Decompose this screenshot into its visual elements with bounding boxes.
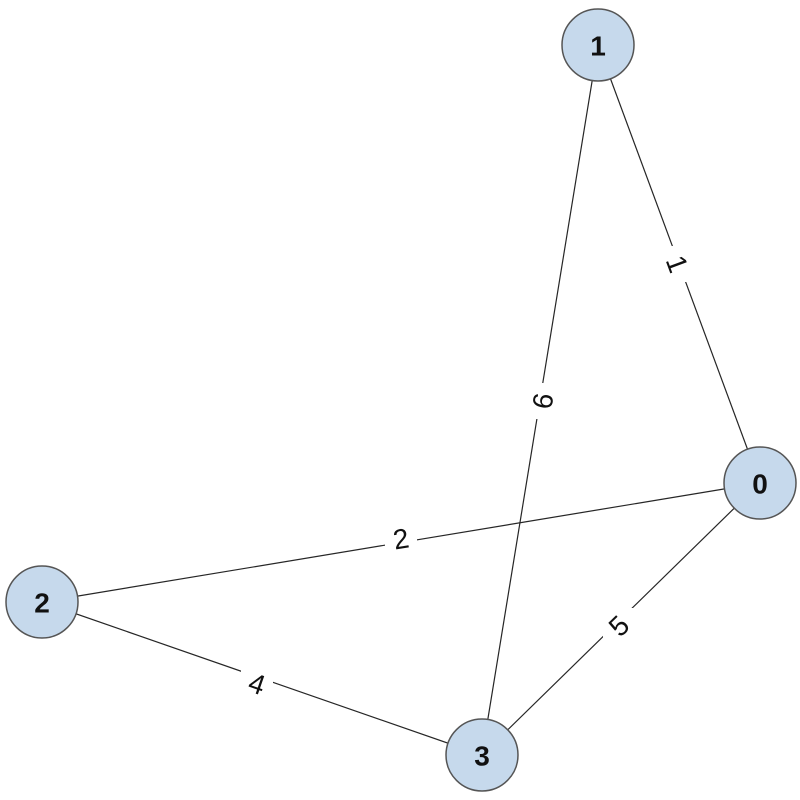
node-circle-3[interactable] (445, 718, 519, 792)
edge-label-bg-2-3 (241, 666, 273, 702)
edge-label-bg-2-0 (385, 521, 417, 557)
node-label-0: 0 (752, 469, 768, 500)
node-0[interactable]: 0 (723, 446, 797, 520)
node-circle-1[interactable] (561, 8, 635, 82)
edge-weight-1-3: 6 (526, 391, 559, 411)
edge-label-bg-0-3 (603, 608, 635, 644)
edge-0-3: 5 (481, 482, 761, 756)
node-circle-0[interactable] (723, 446, 797, 520)
node-label-2: 2 (34, 588, 50, 619)
edge-label-bg-1-0 (661, 246, 693, 282)
edge-2-3: 4 (41, 601, 483, 756)
node-3[interactable]: 3 (445, 718, 519, 792)
edge-weight-2-0: 2 (391, 522, 411, 555)
node-label-3: 3 (474, 741, 490, 772)
nodes-layer: 0 1 2 3 (5, 8, 797, 792)
node-1[interactable]: 1 (561, 8, 635, 82)
node-circle-2[interactable] (5, 565, 79, 639)
edge-1-0: 1 (597, 44, 761, 484)
edge-1-3: 6 (481, 44, 599, 756)
edges-layer: 1 6 2 5 4 (41, 44, 761, 756)
edge-2-0: 2 (41, 482, 761, 603)
node-2[interactable]: 2 (5, 565, 79, 639)
edge-label-bg-1-3 (527, 383, 559, 419)
node-label-1: 1 (590, 31, 606, 62)
